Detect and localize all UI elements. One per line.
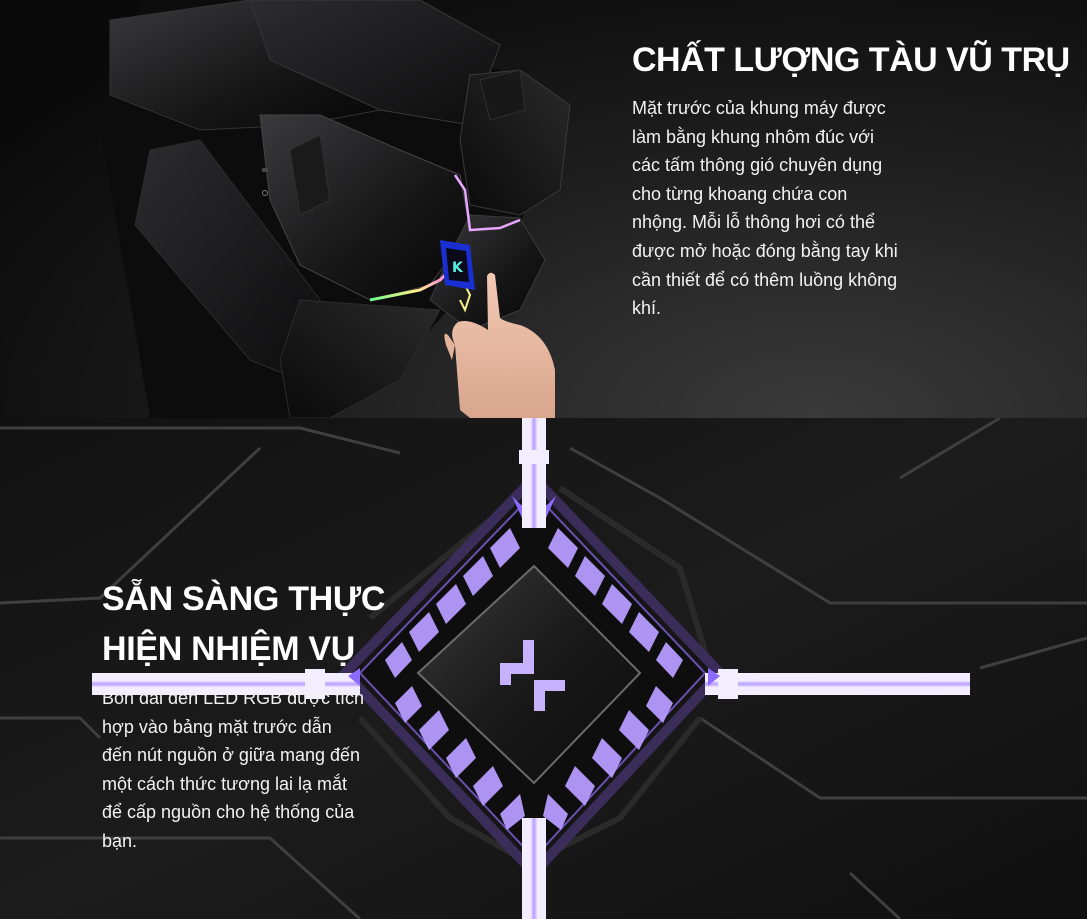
pc-case-image: K bbox=[100, 0, 571, 418]
section-mission-ready: SẴN SÀNG THỰC HIỆN NHIỆM VỤ Bốn dải đèn … bbox=[0, 418, 1087, 919]
svg-text:K: K bbox=[452, 260, 464, 276]
section-title: CHẤT LƯỢNG TÀU VŨ TRỤ bbox=[632, 41, 1070, 79]
section-title: SẴN SÀNG THỰC HIỆN NHIỆM VỤ bbox=[102, 580, 386, 668]
power-button-shape bbox=[416, 564, 642, 785]
brand-logo-icon bbox=[500, 640, 565, 711]
section-description: Mặt trước của khung máy được làm bằng kh… bbox=[632, 98, 898, 319]
spaceship-quality-text-block: CHẤT LƯỢNG TÀU VŨ TRỤ Mặt trước của khun… bbox=[632, 38, 1072, 323]
mission-ready-text-block: SẴN SÀNG THỰC HIỆN NHIỆM VỤ Bốn dải đèn … bbox=[102, 574, 402, 856]
section-description: Bốn dải đèn LED RGB được tích hợp vào bả… bbox=[102, 688, 364, 851]
front-panel-image bbox=[0, 418, 1087, 919]
section-spaceship-quality: K CHẤT LƯỢNG TÀU VŨ TRỤ Mặt trước của kh… bbox=[0, 0, 1087, 418]
